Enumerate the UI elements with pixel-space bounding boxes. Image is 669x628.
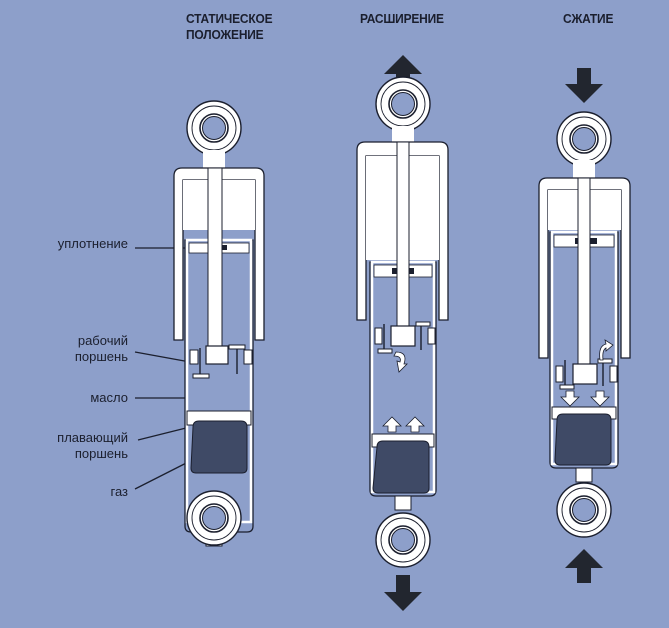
title-compression: СЖАТИЕ bbox=[563, 11, 614, 26]
arrow-down-icon bbox=[384, 575, 422, 611]
shock-compression bbox=[538, 68, 631, 583]
flow-arrow-icon bbox=[599, 339, 614, 361]
top-eye bbox=[556, 111, 612, 167]
arrow-up-small-icon bbox=[405, 416, 425, 433]
label-seal: уплотнение bbox=[57, 236, 128, 251]
working-piston bbox=[390, 325, 416, 347]
leader-working-piston bbox=[134, 351, 191, 363]
label-floating-piston: плавающий поршень bbox=[57, 430, 128, 461]
arrow-up-small-icon bbox=[382, 416, 402, 433]
bottom-eye bbox=[186, 490, 242, 546]
arrow-down-small-icon bbox=[590, 390, 610, 407]
working-piston bbox=[572, 363, 598, 385]
arrow-down-icon bbox=[565, 68, 603, 103]
bottom-eye bbox=[375, 512, 431, 568]
title-extension: РАСШИРЕНИЕ bbox=[360, 11, 444, 26]
arrow-up-icon bbox=[565, 549, 603, 583]
label-gas: газ bbox=[110, 484, 128, 499]
label-working-piston: рабочий поршень bbox=[74, 333, 128, 364]
label-oil: масло bbox=[90, 390, 128, 405]
shock-extension bbox=[356, 55, 449, 611]
gas-chamber bbox=[190, 420, 248, 474]
gas-chamber bbox=[554, 413, 612, 466]
arrow-up-icon bbox=[384, 55, 422, 92]
bottom-eye bbox=[556, 482, 612, 538]
top-eye bbox=[186, 100, 242, 156]
top-eye bbox=[375, 76, 431, 132]
working-piston bbox=[205, 345, 229, 365]
title-static: СТАТИЧЕСКОЕ ПОЛОЖЕНИЕ bbox=[186, 11, 273, 42]
arrow-down-small-icon bbox=[560, 390, 580, 407]
flow-arrow-icon bbox=[393, 351, 408, 373]
shock-static bbox=[173, 100, 265, 547]
leader-floating-piston bbox=[137, 426, 191, 441]
gas-chamber bbox=[372, 440, 430, 494]
